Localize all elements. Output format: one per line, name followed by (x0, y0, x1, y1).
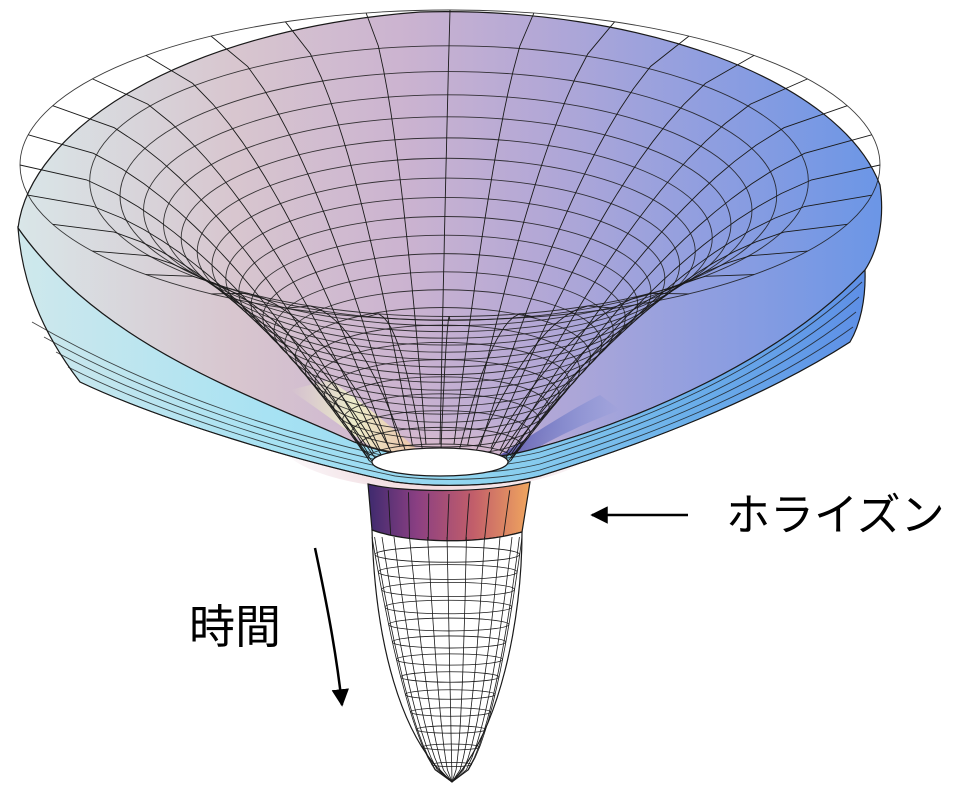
mesh-spoke (467, 21, 615, 446)
band-line (446, 493, 450, 543)
throat-opening (371, 447, 509, 477)
mesh-spoke (210, 35, 401, 447)
cone-spoke (451, 536, 523, 783)
mesh-spoke (490, 274, 755, 469)
cone-spoke (374, 536, 453, 783)
mesh-spoke (211, 292, 401, 470)
mesh-spoke (92, 250, 381, 467)
band-line (502, 490, 511, 538)
mesh-spoke (506, 105, 848, 453)
mesh-spoke (365, 313, 427, 472)
rim-edge (79, 341, 851, 486)
cone-spoke (381, 536, 453, 783)
mesh-spoke (479, 35, 690, 447)
cone-spoke (446, 536, 453, 783)
band-line (427, 493, 430, 542)
band-line (484, 492, 490, 540)
mesh-spoke (439, 9, 451, 445)
band-line (465, 493, 470, 542)
mesh-spoke (28, 194, 370, 461)
mesh-spoke (511, 164, 881, 459)
mesh-spoke (19, 164, 369, 459)
mesh-spoke (453, 313, 535, 472)
cone-spoke (451, 536, 467, 783)
mesh-spoke (479, 292, 689, 470)
mesh-spoke (145, 55, 390, 449)
cone-spoke (451, 536, 520, 783)
mesh-spoke (506, 223, 848, 464)
mesh-spoke (285, 305, 413, 472)
cone-spoke (371, 536, 453, 783)
mesh-spoke (490, 55, 755, 449)
mesh-spoke (285, 21, 413, 446)
mesh-spoke (499, 78, 808, 451)
interior-cone (371, 529, 523, 783)
mesh-spoke (453, 12, 535, 445)
horizon-band-mesh (387, 490, 511, 543)
mesh-spoke (510, 194, 872, 461)
funnel-surface (17, 11, 883, 490)
interior-cone-mesh (371, 536, 523, 783)
cone-spoke (451, 536, 513, 783)
mesh-spoke (365, 12, 427, 445)
mesh-spoke (439, 316, 451, 473)
mesh-spoke (145, 274, 390, 469)
cone-spoke (451, 536, 501, 783)
horizon-band (367, 481, 531, 542)
band-line (387, 490, 392, 538)
band-line (408, 492, 410, 540)
mesh-spoke (92, 78, 381, 451)
horizon-label: ホライズン (726, 490, 945, 541)
cone-spoke (427, 536, 453, 783)
time-arrow (313, 547, 349, 707)
time-label: 時間 (189, 600, 281, 654)
mesh-spoke (28, 134, 370, 456)
cone-spoke (409, 536, 453, 783)
mesh-spoke (52, 105, 374, 453)
mesh-spoke (510, 134, 872, 456)
funnel-mesh (19, 9, 881, 486)
mesh-spoke (467, 305, 615, 472)
throat-right-shadow (500, 395, 620, 458)
rim-ring (67, 326, 854, 480)
cone-spoke (393, 536, 453, 783)
throat-left-highlight (290, 380, 420, 452)
cone-spoke (451, 536, 485, 783)
